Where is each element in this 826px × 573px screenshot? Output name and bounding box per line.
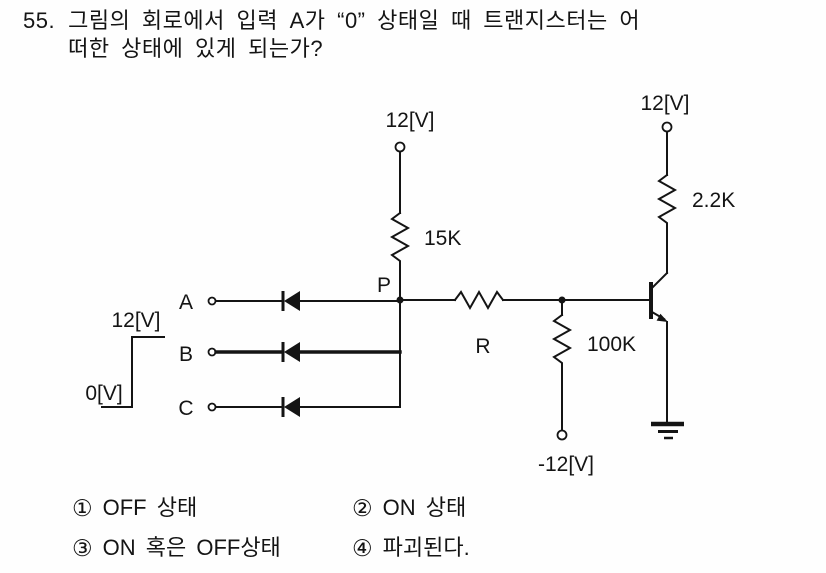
question-line-2: 떠한 상태에 있게 되는가? — [68, 36, 324, 61]
choice-1-text: OFF 상태 — [102, 495, 198, 520]
choice-2[interactable]: ② ON 상태 — [352, 495, 470, 521]
waveform-low-label: 0[V] — [85, 382, 122, 405]
resistor-2k2-icon — [656, 173, 678, 274]
resistor-100k-icon — [551, 313, 573, 431]
neg-supply-label: -12[V] — [538, 453, 594, 476]
neg-supply-terminal-icon — [556, 429, 568, 441]
choice-4-text: 파괴된다. — [382, 535, 470, 560]
choice-1[interactable]: ① OFF 상태 — [72, 495, 352, 521]
right-supply-terminal-icon — [661, 121, 673, 133]
step-waveform-icon — [101, 336, 165, 408]
transistor-npn — [649, 271, 684, 440]
input-c-terminal-icon — [207, 402, 217, 412]
input-waveform: 12[V] 0[V] — [85, 309, 165, 408]
choice-4-marker: ④ — [352, 535, 373, 561]
resistor-r-label: R — [475, 335, 490, 358]
node-p-label: P — [377, 274, 391, 297]
question: 55. 그림의 회로에서 입력 A가 “0” 상태일 때 트랜지스터는 어 떠한… — [23, 7, 640, 63]
input-network: A B C — [178, 291, 402, 420]
choice-1-marker: ① — [72, 495, 93, 521]
pulldown-branch: 100K -12[V] — [538, 299, 636, 476]
resistor-15k-icon — [389, 211, 411, 301]
input-b-label: B — [179, 343, 193, 366]
choice-2-marker: ② — [352, 495, 373, 521]
input-a-terminal-icon — [207, 296, 217, 306]
question-line-1: 그림의 회로에서 입력 A가 “0” 상태일 때 트랜지스터는 어 — [68, 8, 641, 33]
resistor-r-icon — [453, 289, 505, 311]
collector-branch: 12[V] 2.2K — [640, 92, 735, 274]
question-text: 그림의 회로에서 입력 A가 “0” 상태일 때 트랜지스터는 어 떠한 상태에… — [68, 7, 640, 63]
choice-4[interactable]: ④ 파괴된다. — [352, 535, 470, 561]
answer-choices: ① OFF 상태 ② ON 상태 ③ ON 혹은 OFF상태 ④ 파괴된다. — [72, 495, 470, 561]
left-supply-label: 12[V] — [385, 109, 434, 132]
choice-3[interactable]: ③ ON 혹은 OFF상태 — [72, 535, 352, 561]
input-a-label: A — [179, 291, 193, 314]
right-supply-label: 12[V] — [640, 92, 689, 115]
question-number: 55. — [23, 8, 56, 33]
emitter-arrow-icon — [656, 313, 668, 322]
resistor-15k-label: 15K — [424, 227, 461, 250]
diode-c-icon — [284, 397, 300, 417]
supply-15k-branch: 12[V] 15K P — [377, 109, 461, 304]
transistor-collector-lead — [650, 271, 669, 290]
resistor-2k2-label: 2.2K — [692, 189, 735, 212]
left-supply-terminal-icon — [394, 141, 406, 153]
diode-b-icon — [284, 342, 300, 362]
choice-3-text: ON 혹은 OFF상태 — [102, 535, 281, 560]
resistor-100k-label: 100K — [587, 333, 636, 356]
input-c-label: C — [178, 397, 193, 420]
ground-icon — [651, 421, 684, 440]
waveform-high-label: 12[V] — [111, 309, 160, 332]
choice-2-text: ON 상태 — [382, 495, 467, 520]
diode-a-icon — [284, 291, 300, 311]
choice-3-marker: ③ — [72, 535, 93, 561]
